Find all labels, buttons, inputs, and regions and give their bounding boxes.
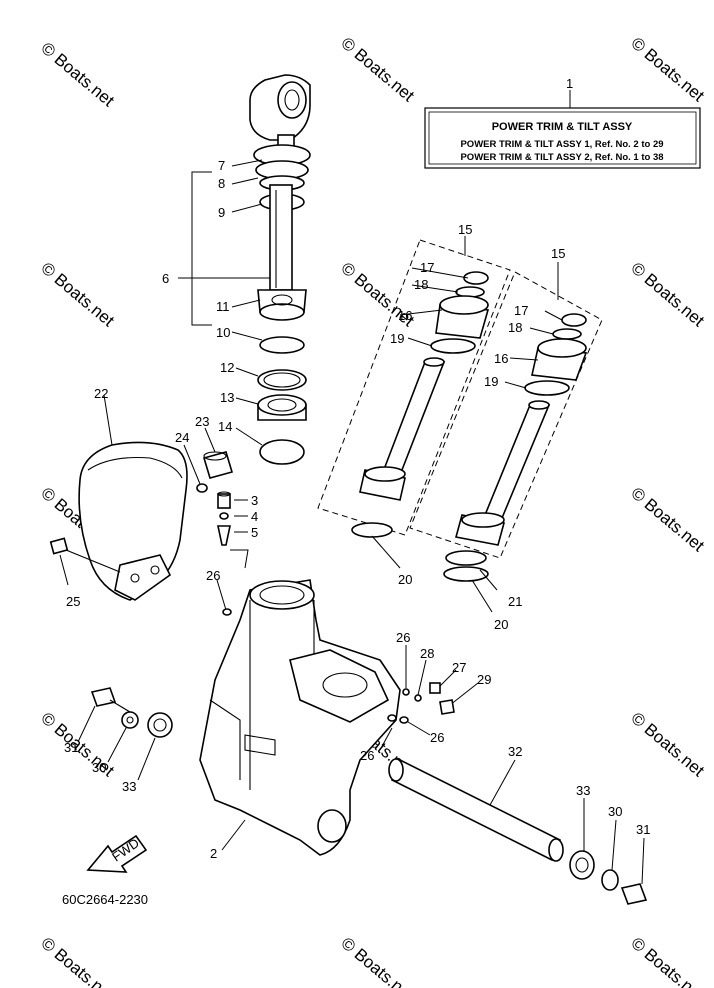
- callout-24: 24: [175, 430, 189, 445]
- callout-13: 13: [220, 390, 234, 405]
- callout-6: 6: [162, 271, 169, 286]
- callout-16a: 16: [398, 308, 412, 323]
- callout-18a: 18: [414, 277, 428, 292]
- watermark: © Boats.net: [627, 34, 708, 106]
- watermark: © Boats.net: [627, 259, 708, 331]
- callout-7: 7: [218, 158, 225, 173]
- fwd-arrow: FWD: [86, 834, 148, 873]
- callout-labels: 1 2 3 4 5 6 7 8 9 10 11 12 13 14 15 15 1…: [64, 76, 650, 861]
- reference-box-line-1: POWER TRIM & TILT ASSY 1, Ref. No. 2 to …: [460, 139, 663, 150]
- lower-left-parts: [77, 687, 173, 781]
- callout-23: 23: [195, 414, 209, 429]
- callout-30b: 30: [608, 804, 622, 819]
- diagram-code: 60C2664-2230: [62, 892, 148, 907]
- callout-15a: 15: [458, 222, 472, 237]
- main-body: [199, 549, 401, 856]
- callout-19b: 19: [484, 374, 498, 389]
- callout-32: 32: [508, 744, 522, 759]
- reference-box-title: POWER TRIM & TILT ASSY: [492, 121, 633, 133]
- callout-25: 25: [66, 594, 80, 609]
- callout-2: 2: [210, 846, 217, 861]
- callout-14: 14: [218, 419, 232, 434]
- callout-8: 8: [218, 176, 225, 191]
- group-bracket: [178, 159, 270, 446]
- callout-26a: 26: [206, 568, 220, 583]
- tilt-rod-assembly: [249, 74, 311, 465]
- callout-27: 27: [452, 660, 466, 675]
- callout-15b: 15: [551, 246, 565, 261]
- callout-4: 4: [251, 509, 258, 524]
- callout-26b: 26: [396, 630, 410, 645]
- callout-17b: 17: [514, 303, 528, 318]
- callout-19a: 19: [390, 331, 404, 346]
- callout-28: 28: [420, 646, 434, 661]
- watermark: © Boats.net: [627, 709, 708, 781]
- callout-30a: 30: [92, 760, 106, 775]
- callout-3: 3: [251, 493, 258, 508]
- watermark: © Boats.net: [37, 259, 118, 331]
- callout-1: 1: [566, 76, 573, 91]
- callout-9: 9: [218, 205, 225, 220]
- bolt-25: [49, 537, 121, 586]
- watermark: © Boats.net: [37, 39, 118, 111]
- callout-33b: 33: [576, 783, 590, 798]
- small-parts: [183, 427, 248, 546]
- callout-20a: 20: [398, 572, 412, 587]
- watermark: © Boats.net: [337, 34, 418, 106]
- leader-lines: [216, 267, 563, 751]
- reference-box-line-2: POWER TRIM & TILT ASSY 2, Ref. No. 1 to …: [460, 152, 663, 163]
- callout-12: 12: [220, 360, 234, 375]
- watermark: © Boats.net: [627, 484, 708, 556]
- trim-cylinder-assembly-1: [317, 236, 511, 538]
- callout-11: 11: [216, 299, 230, 314]
- callout-16b: 16: [494, 351, 508, 366]
- callout-20b: 20: [494, 617, 508, 632]
- reference-box: POWER TRIM & TILT ASSY POWER TRIM & TILT…: [424, 90, 701, 169]
- callout-29: 29: [477, 672, 491, 687]
- tilt-shaft: [388, 758, 648, 905]
- callout-21: 21: [508, 594, 522, 609]
- callout-33a: 33: [122, 779, 136, 794]
- callout-17a: 17: [420, 260, 434, 275]
- callout-10: 10: [216, 325, 230, 340]
- watermark: © Boats.net: [627, 934, 708, 988]
- callout-26c: 26: [430, 730, 444, 745]
- callout-31b: 31: [636, 822, 650, 837]
- reservoir-cover: [78, 394, 188, 601]
- callout-18b: 18: [508, 320, 522, 335]
- watermark: © Boats.net: [337, 934, 418, 988]
- callout-22: 22: [94, 386, 108, 401]
- trim-cylinder-assembly-2: [409, 262, 603, 582]
- callout-26d: 26: [360, 748, 374, 763]
- watermark: © Boats.net: [37, 934, 118, 988]
- callout-5: 5: [251, 525, 258, 540]
- callout-31a: 31: [64, 740, 78, 755]
